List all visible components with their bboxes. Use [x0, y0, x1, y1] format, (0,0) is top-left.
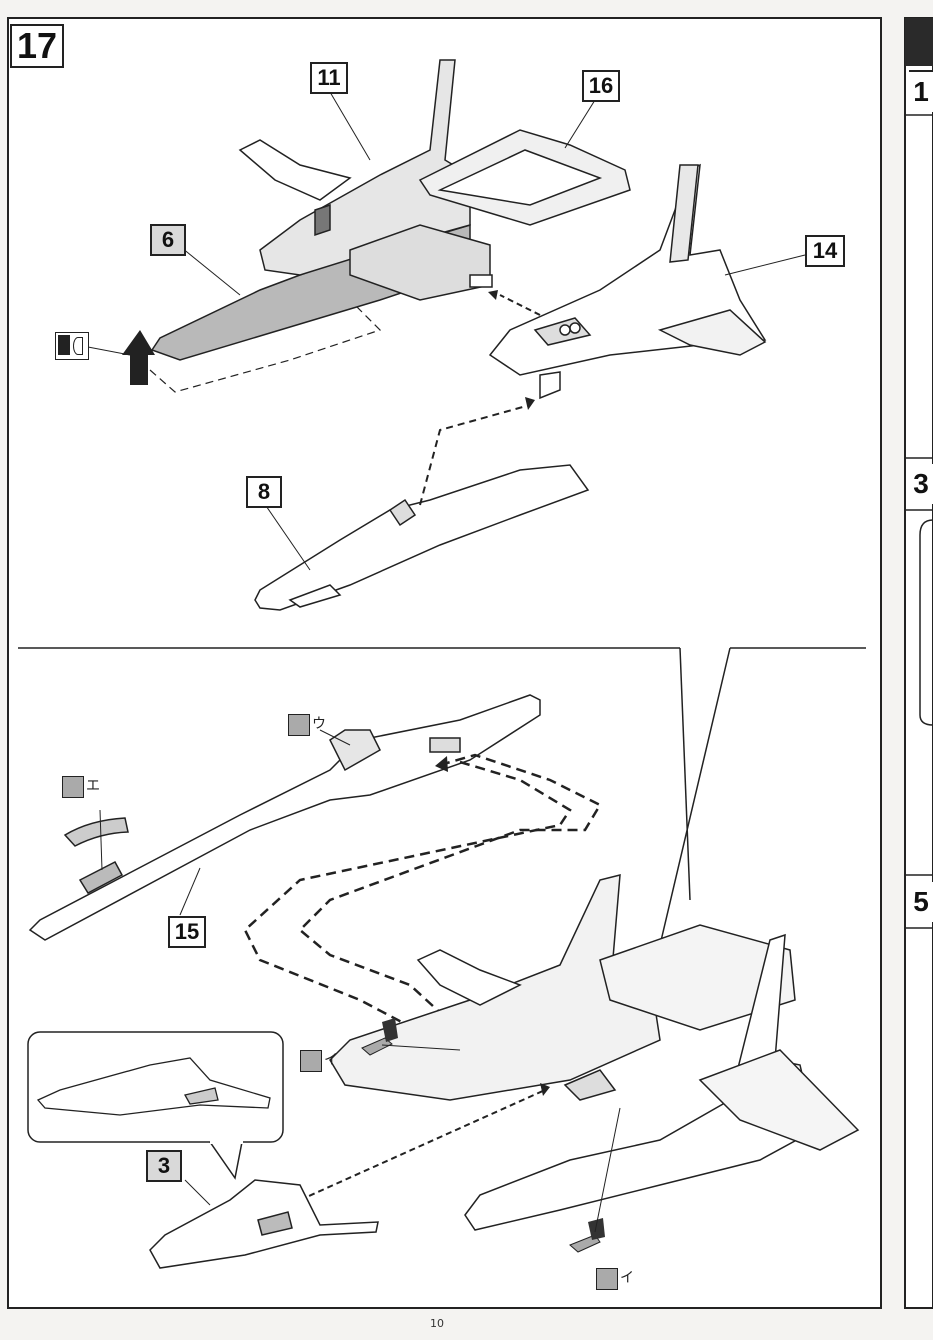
sticker-icon-i-2: [596, 1268, 618, 1290]
weapon-part-15: [28, 694, 541, 941]
sticker-mark-u: ウ: [312, 716, 326, 732]
sticker-icon-i: [300, 1050, 322, 1072]
lift-arrow-icon: [122, 330, 155, 385]
part-callout-8: 8: [246, 476, 282, 508]
next-step-number-c: 5: [909, 882, 933, 922]
aircraft-part-3: [149, 1179, 379, 1269]
part-callout-14: 14: [805, 235, 845, 267]
part-callout-3: 3: [146, 1150, 182, 1182]
part-callout-16: 16: [582, 70, 620, 102]
combined-assembly: [329, 874, 860, 1231]
part-callout-15: 15: [168, 916, 206, 948]
part-callout-6: 6: [150, 224, 186, 256]
aircraft-part-14: [488, 163, 767, 400]
sticker-mark-i: イ: [324, 1052, 338, 1068]
page-number: 10: [430, 1317, 444, 1330]
nipper-icon: [55, 332, 89, 360]
sticker-icon-u: [288, 714, 310, 736]
sticker-icon-e: [62, 776, 84, 798]
next-step-number-a: 1: [909, 70, 933, 112]
sticker-mark-i-2: イ: [620, 1270, 634, 1286]
aircraft-part-8: [254, 464, 590, 611]
aircraft-assembly-top: [149, 59, 631, 393]
sticker-mark-e: エ: [86, 778, 100, 794]
part-callout-11: 11: [310, 62, 348, 94]
step-number: 17: [10, 24, 64, 68]
next-step-number-b: 3: [909, 464, 933, 504]
